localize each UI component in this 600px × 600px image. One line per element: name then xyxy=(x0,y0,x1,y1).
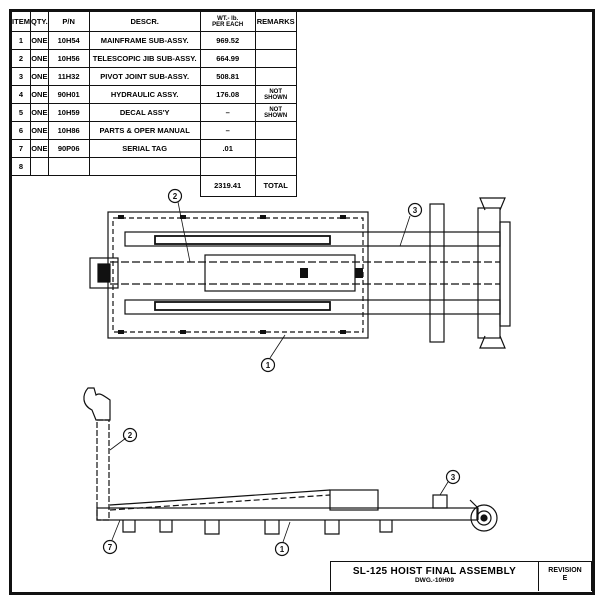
balloon-2-top: 2 xyxy=(173,192,178,201)
bill-of-materials: ITEM QTY. P/N DESCR. WT.- lb.PER EACH RE… xyxy=(11,11,297,197)
bom-cell-remarks xyxy=(254,157,297,176)
header-weight-line1: WT.- lb. xyxy=(217,15,239,22)
balloon-1-top: 1 xyxy=(266,361,271,370)
revision-value: E xyxy=(562,575,568,582)
balloon-7-side: 7 xyxy=(108,543,113,552)
bom-cell-item: 4 xyxy=(11,85,31,104)
balloon-1-side: 1 xyxy=(280,545,285,554)
bom-cell-item: 5 xyxy=(11,103,31,122)
title-block: SL-125 HOIST FINAL ASSEMBLY DWG.-10H09 xyxy=(330,561,539,591)
drawing-title: SL-125 HOIST FINAL ASSEMBLY xyxy=(352,566,517,577)
balloon-3-top: 3 xyxy=(413,206,418,215)
side-view: 2 3 7 1 xyxy=(83,387,498,557)
header-weight-line2: PER EACH xyxy=(212,21,244,28)
total-label: TOTAL xyxy=(254,175,297,197)
bom-cell-item: 6 xyxy=(11,121,31,140)
bom-header-row: ITEM QTY. P/N DESCR. WT.- lb.PER EACH RE… xyxy=(11,11,297,32)
top-view: 2 3 1 xyxy=(89,188,511,373)
drawing-number: DWG.-10H09 xyxy=(414,577,454,584)
bom-total-row: 2319.41 TOTAL xyxy=(11,175,297,197)
balloon-3-side: 3 xyxy=(451,473,456,482)
bom-cell-item: 8 xyxy=(11,157,31,176)
bom-row: 8 xyxy=(11,157,297,176)
balloon-2-side: 2 xyxy=(128,431,133,440)
revision-label: REVISION xyxy=(548,567,582,574)
drawing-frame xyxy=(9,9,595,595)
